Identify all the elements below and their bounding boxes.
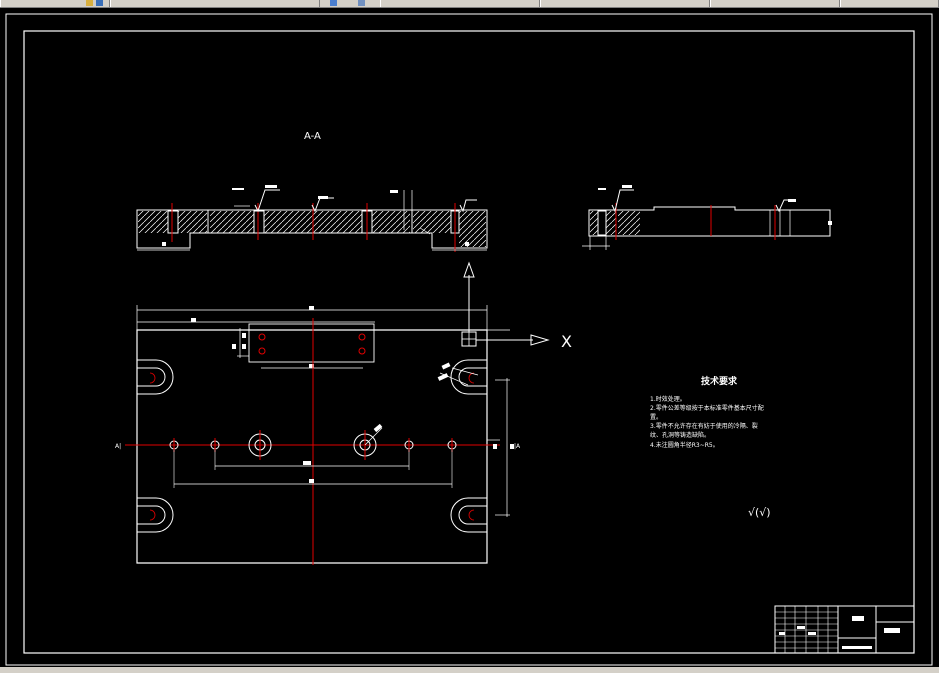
yellow-folder-icon[interactable] (86, 0, 93, 6)
toolbar-segment[interactable] (540, 0, 710, 7)
zoom-icon[interactable] (330, 0, 337, 6)
tech-line: 纹、孔洞等铸造缺陷。 (650, 431, 710, 439)
x-axis-label: X (561, 332, 572, 351)
hatched-area (413, 211, 451, 233)
hatched-area (590, 211, 598, 235)
zoom-icon[interactable] (358, 0, 365, 6)
tech-line: 1.时效处理。 (650, 395, 686, 403)
toolbar (0, 0, 939, 8)
toolbar-segment[interactable] (840, 0, 939, 7)
section-mark-left: A| (115, 443, 121, 450)
toolbar-segment[interactable] (0, 0, 110, 7)
sheet-border (23, 30, 915, 654)
cad-drawing-canvas[interactable]: A-A (0, 8, 939, 668)
roughness-note: √(√) (748, 506, 771, 519)
section-mark-right: |A (514, 443, 521, 450)
tech-title: 技术要求 (701, 375, 738, 387)
tech-line: 2.零件公差等级按于本标准零件基本尺寸配 (650, 404, 764, 412)
section-view-a-a (136, 185, 488, 252)
hatched-area (372, 211, 410, 233)
title-block (774, 605, 915, 654)
hatched-area (606, 211, 616, 235)
layer-icon[interactable] (96, 0, 103, 6)
technical-requirements: 技术要求 1.时效处理。 2.零件公差等级按于本标准零件基本尺寸配 置。 3.零… (650, 375, 764, 449)
section-label: A-A (304, 131, 321, 142)
hatched-area (459, 211, 486, 247)
status-bar (0, 667, 939, 673)
toolbar-segment[interactable] (110, 0, 320, 7)
toolbar-segment[interactable] (380, 0, 540, 7)
tech-line: 4.未注圆角半径R3~R5。 (650, 441, 719, 449)
hatched-area (210, 211, 254, 233)
hatched-area (178, 211, 207, 233)
hatched-area (618, 211, 640, 235)
tech-line: 3.零件不允许存在有妨于使用的冷隔、裂 (650, 422, 758, 430)
sheet-outer-frame (5, 13, 933, 666)
toolbar-segment[interactable] (710, 0, 840, 7)
ucs-axis-icon: X (461, 261, 572, 351)
plan-view: A| |A (115, 305, 521, 565)
tech-line: 置。 (650, 414, 662, 421)
hatched-area (138, 211, 168, 233)
side-section-view (582, 185, 832, 250)
